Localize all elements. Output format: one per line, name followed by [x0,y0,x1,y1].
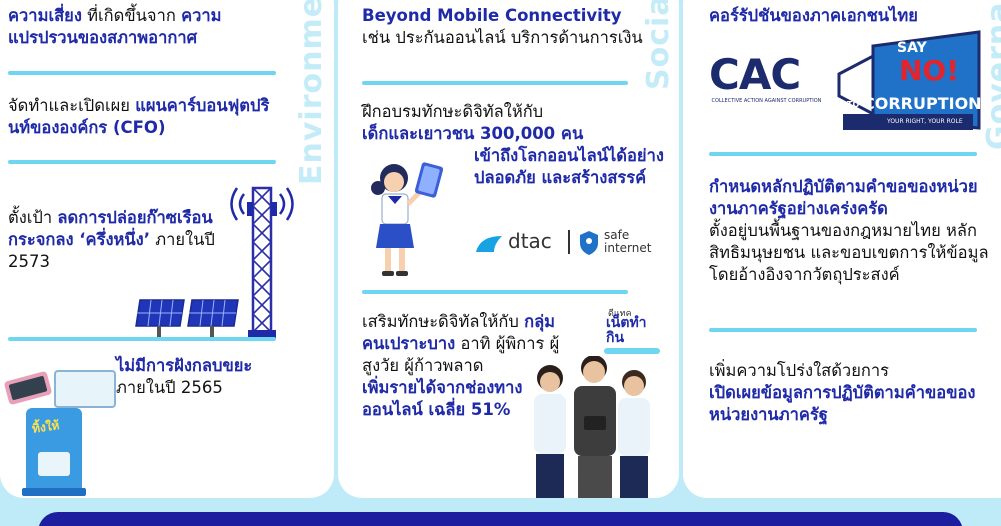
megaphone-icon [837,30,981,130]
people-photo-illustration [534,356,650,498]
governance-side-label: Governance [981,0,1001,150]
net-tam-kin-logo: ดีแทค เน็ตทำกิน [602,306,666,356]
environment-side-label: Environment [294,0,329,185]
gov-separator-2 [709,328,977,332]
env-separator-1 [8,71,276,75]
env-emission-target-text: ตั้งเป้า ลดการปล่อยก๊าซเรือนกระจกลง ‘ครึ… [8,208,215,271]
kiosk-label: ทิ้งให้ [31,418,61,436]
say-no-corruption-logo: SAY NO! TO CORRUPTION YOUR RIGHT, YOUR R… [833,30,983,130]
env-risk-text: ความเสี่ยง ที่เกิดขึ้นจาก ความแปรปรวนของ… [8,6,222,47]
student-tablet-illustration [371,162,444,276]
kiosk-body: ทิ้งให้ [26,408,82,493]
soc-youth-training-text: ฝึกอบรมทักษะดิจิทัลให้กับเด็กและเยาวชน 3… [362,102,584,143]
governance-card: Governance คอร์รัปชันของภาคเอกชนไทย CAC … [683,0,1001,498]
recycle-kiosk-illustration: ทิ้งให้ [3,370,121,496]
gov-government-request-text: กำหนดหลักปฏิบัติตามคำขอของหน่วยงานภาครัฐ… [709,177,989,284]
telecom-tower-icon [230,186,294,338]
environment-card: Environment ความเสี่ยง ที่เกิดขึ้นจาก คว… [0,0,334,498]
soc-separator-1 [362,81,628,85]
env-separator-3 [8,337,276,341]
phone-icon [3,370,53,406]
safe-internet-shield-icon [580,231,598,255]
env-zero-landfill-text: ไม่มีการฝังกลบขยะภายในปี 2565 [116,356,253,397]
kiosk-screen [54,370,116,408]
gov-separator-1 [709,152,977,156]
soc-vulnerable-groups-text: เสริมทักษะดิจิทัลให้กับ กลุ่มคนเปราะบาง … [362,312,560,419]
safe-internet-logo-text: safe internet [604,228,652,255]
cac-logo: CAC COLLECTIVE ACTION AGAINST CORRUPTION [709,52,824,112]
soc-separator-2 [362,290,628,294]
env-carbon-footprint-text: จัดทำและเปิดเผย แผนคาร์บอนฟุตปรินท์ขององ… [8,96,270,137]
bottom-banner [38,512,963,526]
dtac-safe-internet-logos: dtac safe internet [474,227,664,257]
dtac-logo-icon [476,236,502,252]
cac-logo-subtitle: COLLECTIVE ACTION AGAINST CORRUPTION [711,98,822,104]
cac-logo-text: CAC [709,50,801,99]
gov-transparency-text: เพิ่มความโปร่งใสด้วยการเปิดเผยข้อมูลการป… [709,361,976,424]
soc-online-safety-text: เข้าถึงโลกออนไลน์ได้อย่างปลอดภัย และสร้า… [474,146,664,187]
gov-private-corruption-text: คอร์รัปชันของภาคเอกชนไทย [709,6,918,25]
solar-panels-icon [135,299,239,338]
dtac-logo-text: dtac [508,229,552,253]
env-separator-2 [8,160,276,164]
